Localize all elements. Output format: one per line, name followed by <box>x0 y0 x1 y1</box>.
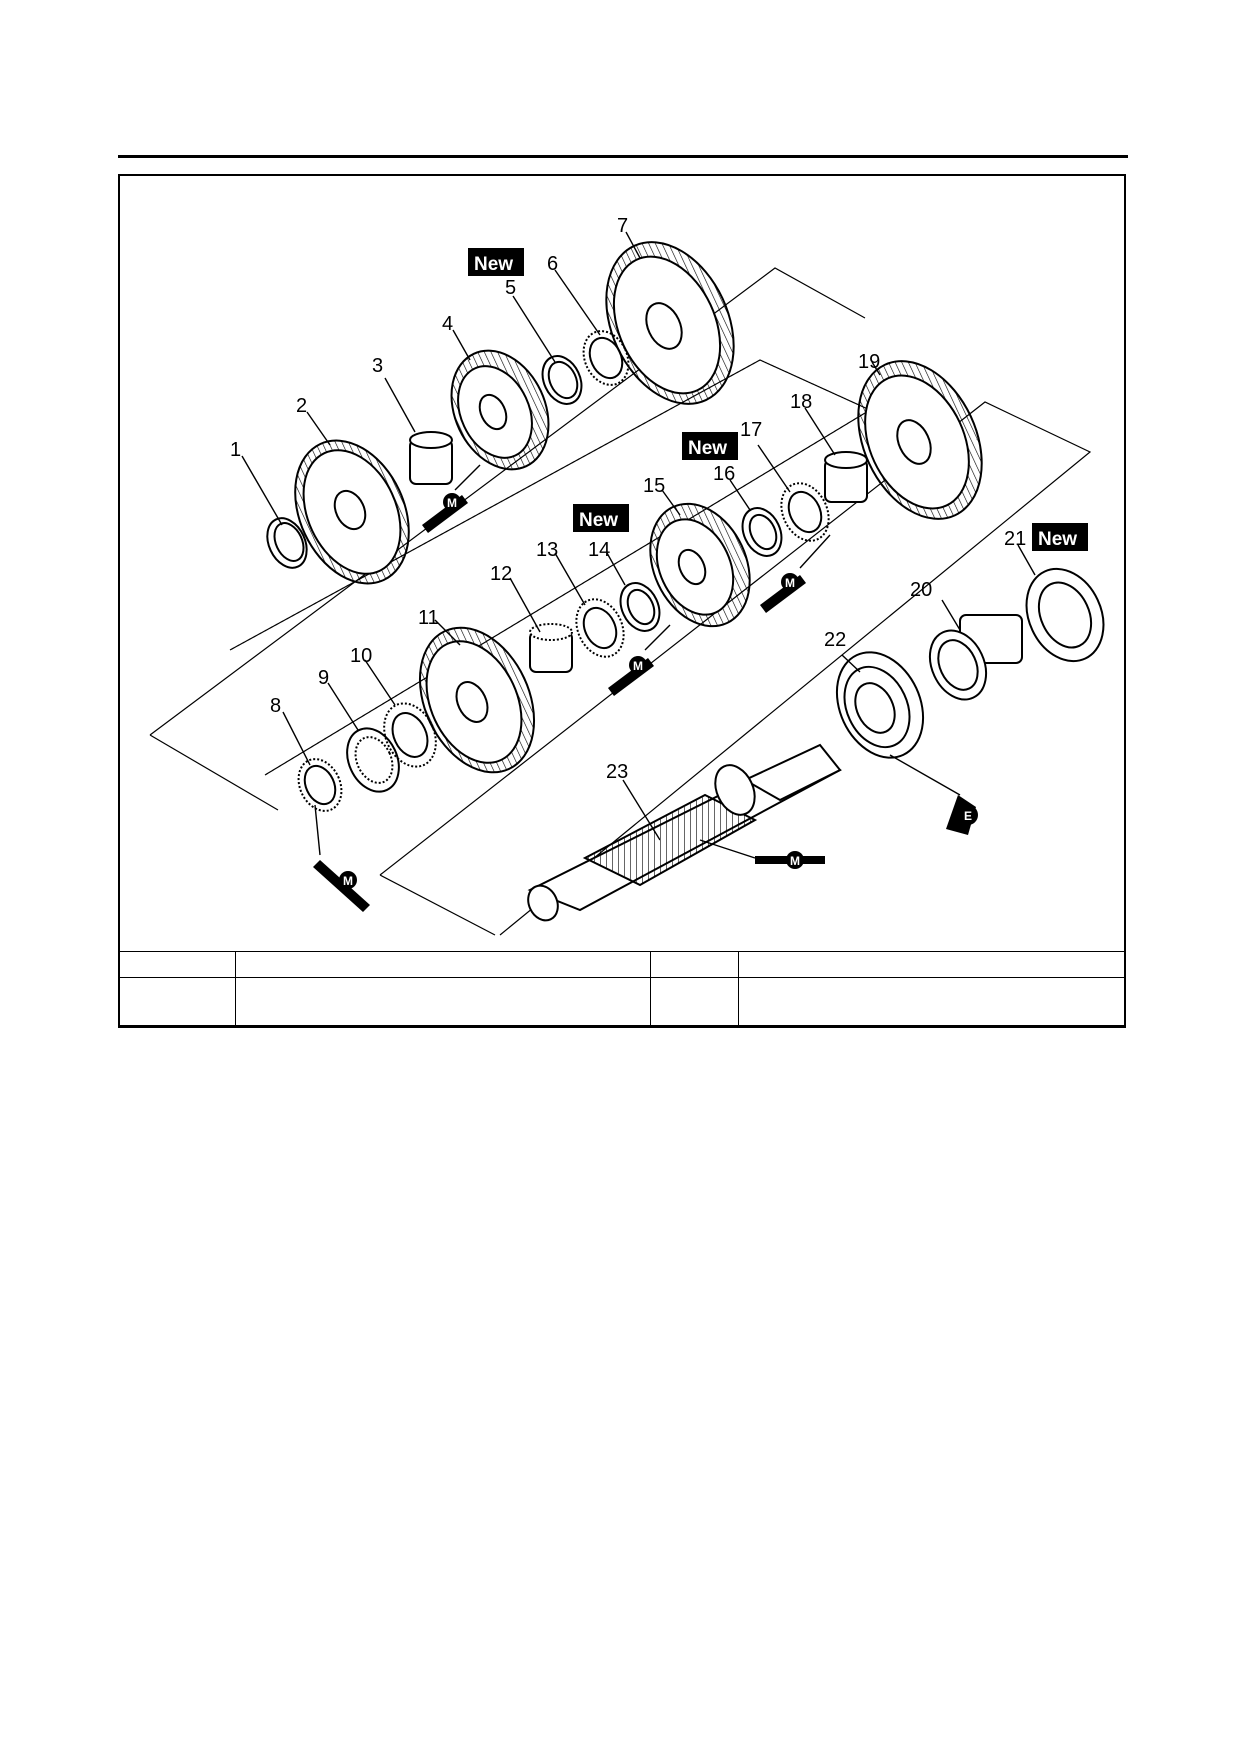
callout-16: 16 <box>713 463 735 485</box>
parts-table-row <box>118 977 1126 1028</box>
svg-text:M: M <box>790 854 800 868</box>
bearing-12 <box>529 623 573 673</box>
collar-20 <box>928 614 1023 701</box>
callout-2: 2 <box>296 395 307 417</box>
row-cell-1 <box>118 977 236 1028</box>
new-badges: New New New New <box>468 248 1088 551</box>
gear-15 <box>649 502 751 628</box>
circlip-14 <box>619 582 661 632</box>
parts-table <box>118 951 1126 1028</box>
gear-2 <box>294 439 410 585</box>
washer-9 <box>346 727 400 793</box>
callout-20: 20 <box>910 579 932 601</box>
new-badge-5: New <box>474 254 513 275</box>
callout-8: 8 <box>270 695 281 717</box>
leader-lines <box>241 231 1036 841</box>
header-cell-1 <box>118 951 236 978</box>
bushing-3 <box>409 431 453 485</box>
bushing-18 <box>824 451 868 503</box>
callout-6: 6 <box>547 253 558 275</box>
assembly-outline <box>149 267 1092 936</box>
washer-13 <box>575 598 625 658</box>
new-badge-14: New <box>579 510 618 531</box>
callout-15: 15 <box>643 475 665 497</box>
row-cell-3 <box>650 977 739 1028</box>
moly-oil-marker-4: M <box>422 464 481 533</box>
callout-10: 10 <box>350 645 372 667</box>
callout-7: 7 <box>617 215 628 237</box>
callout-11: 11 <box>418 607 439 629</box>
engine-oil-marker-22: E <box>946 795 978 835</box>
moly-oil-marker-8: M <box>313 804 370 912</box>
circlip-16 <box>741 507 783 557</box>
new-badge-5-bg <box>468 248 524 276</box>
callout-23: 23 <box>606 761 628 783</box>
header-rule <box>118 155 1128 158</box>
new-badge-21-bg <box>1032 523 1088 551</box>
callout-14: 14 <box>588 539 610 561</box>
callout-5: 5 <box>505 277 516 299</box>
svg-text:M: M <box>785 576 795 590</box>
lubricant-markers: M M M M M E <box>313 464 978 912</box>
header-cell-4 <box>738 951 1126 978</box>
gear-11 <box>418 626 536 774</box>
moly-oil-marker-18: M <box>760 534 831 613</box>
callout-18: 18 <box>790 391 812 413</box>
callout-4: 4 <box>442 313 453 335</box>
callout-3: 3 <box>372 355 383 377</box>
callout-13: 13 <box>536 539 558 561</box>
svg-text:M: M <box>343 874 353 888</box>
bearing-8 <box>297 758 343 812</box>
svg-text:M: M <box>447 496 457 510</box>
callout-19: 19 <box>858 351 880 373</box>
main-axle-23 <box>527 743 842 922</box>
gear-7 <box>605 241 735 405</box>
moly-oil-marker-23: M <box>699 839 825 869</box>
new-badge-21: New <box>1038 529 1077 550</box>
washer-17 <box>780 482 830 542</box>
bearing-22 <box>835 651 925 759</box>
parts-table-header <box>118 951 1126 978</box>
row-cell-2 <box>235 977 651 1028</box>
new-badge-14-bg <box>573 504 629 532</box>
new-badge-16: New <box>688 438 727 459</box>
gear-19 <box>857 360 983 520</box>
svg-text:M: M <box>633 659 643 673</box>
callout-labels: 1 2 3 4 5 6 7 8 9 10 11 12 13 14 15 16 1… <box>230 215 1026 783</box>
row-cell-4 <box>738 977 1126 1028</box>
callout-21: 21 <box>1004 528 1026 550</box>
oil-seal-21 <box>1025 567 1105 663</box>
svg-text:E: E <box>964 809 972 823</box>
header-cell-2 <box>235 951 651 978</box>
callout-1: 1 <box>230 439 241 461</box>
callout-12: 12 <box>490 563 512 585</box>
callout-22: 22 <box>824 629 846 651</box>
callout-9: 9 <box>318 667 329 689</box>
moly-oil-marker-15: M <box>608 624 671 696</box>
header-cell-3 <box>650 951 739 978</box>
exploded-view-diagram: 1 2 3 4 5 6 7 8 9 10 11 12 13 14 15 16 1… <box>149 215 1105 936</box>
gear-4 <box>450 349 550 471</box>
callout-17: 17 <box>740 419 762 441</box>
new-badge-16-bg <box>682 432 738 460</box>
